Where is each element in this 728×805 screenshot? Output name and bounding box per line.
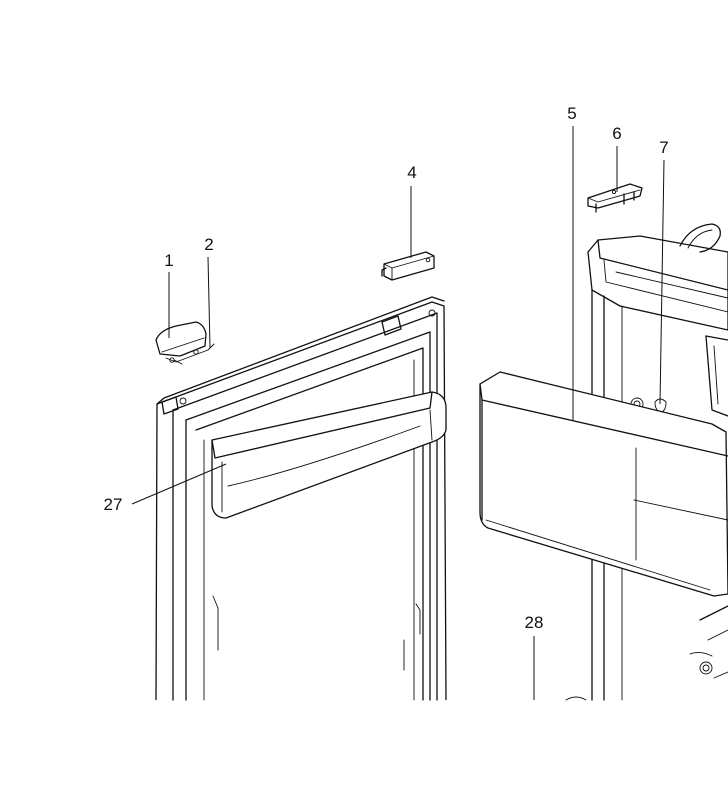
callout-27: 27	[104, 495, 123, 514]
leader-2	[207, 256, 211, 349]
refrigerator-door	[155, 296, 447, 701]
leader-27	[131, 463, 227, 505]
callout-4: 4	[407, 163, 416, 182]
callout-5: 5	[567, 104, 576, 123]
callout-6: 6	[612, 124, 621, 143]
callout-7: 7	[659, 138, 668, 157]
callout-28: 28	[525, 613, 544, 632]
callout-2: 2	[204, 235, 213, 254]
callout-1: 1	[164, 251, 173, 270]
callout-labels: 1 2 4 5 6 7 27 28	[104, 104, 669, 632]
leader-lines	[131, 126, 665, 700]
hinge-block-part	[381, 251, 435, 281]
latch-plate-part	[587, 183, 643, 213]
drain-part-28	[565, 696, 587, 701]
hinge-cover-part	[155, 321, 215, 365]
door-shelf	[211, 391, 447, 519]
leader-7	[659, 159, 665, 405]
refrigerator-cabinet	[587, 223, 728, 701]
freezer-door-panel	[479, 371, 728, 597]
